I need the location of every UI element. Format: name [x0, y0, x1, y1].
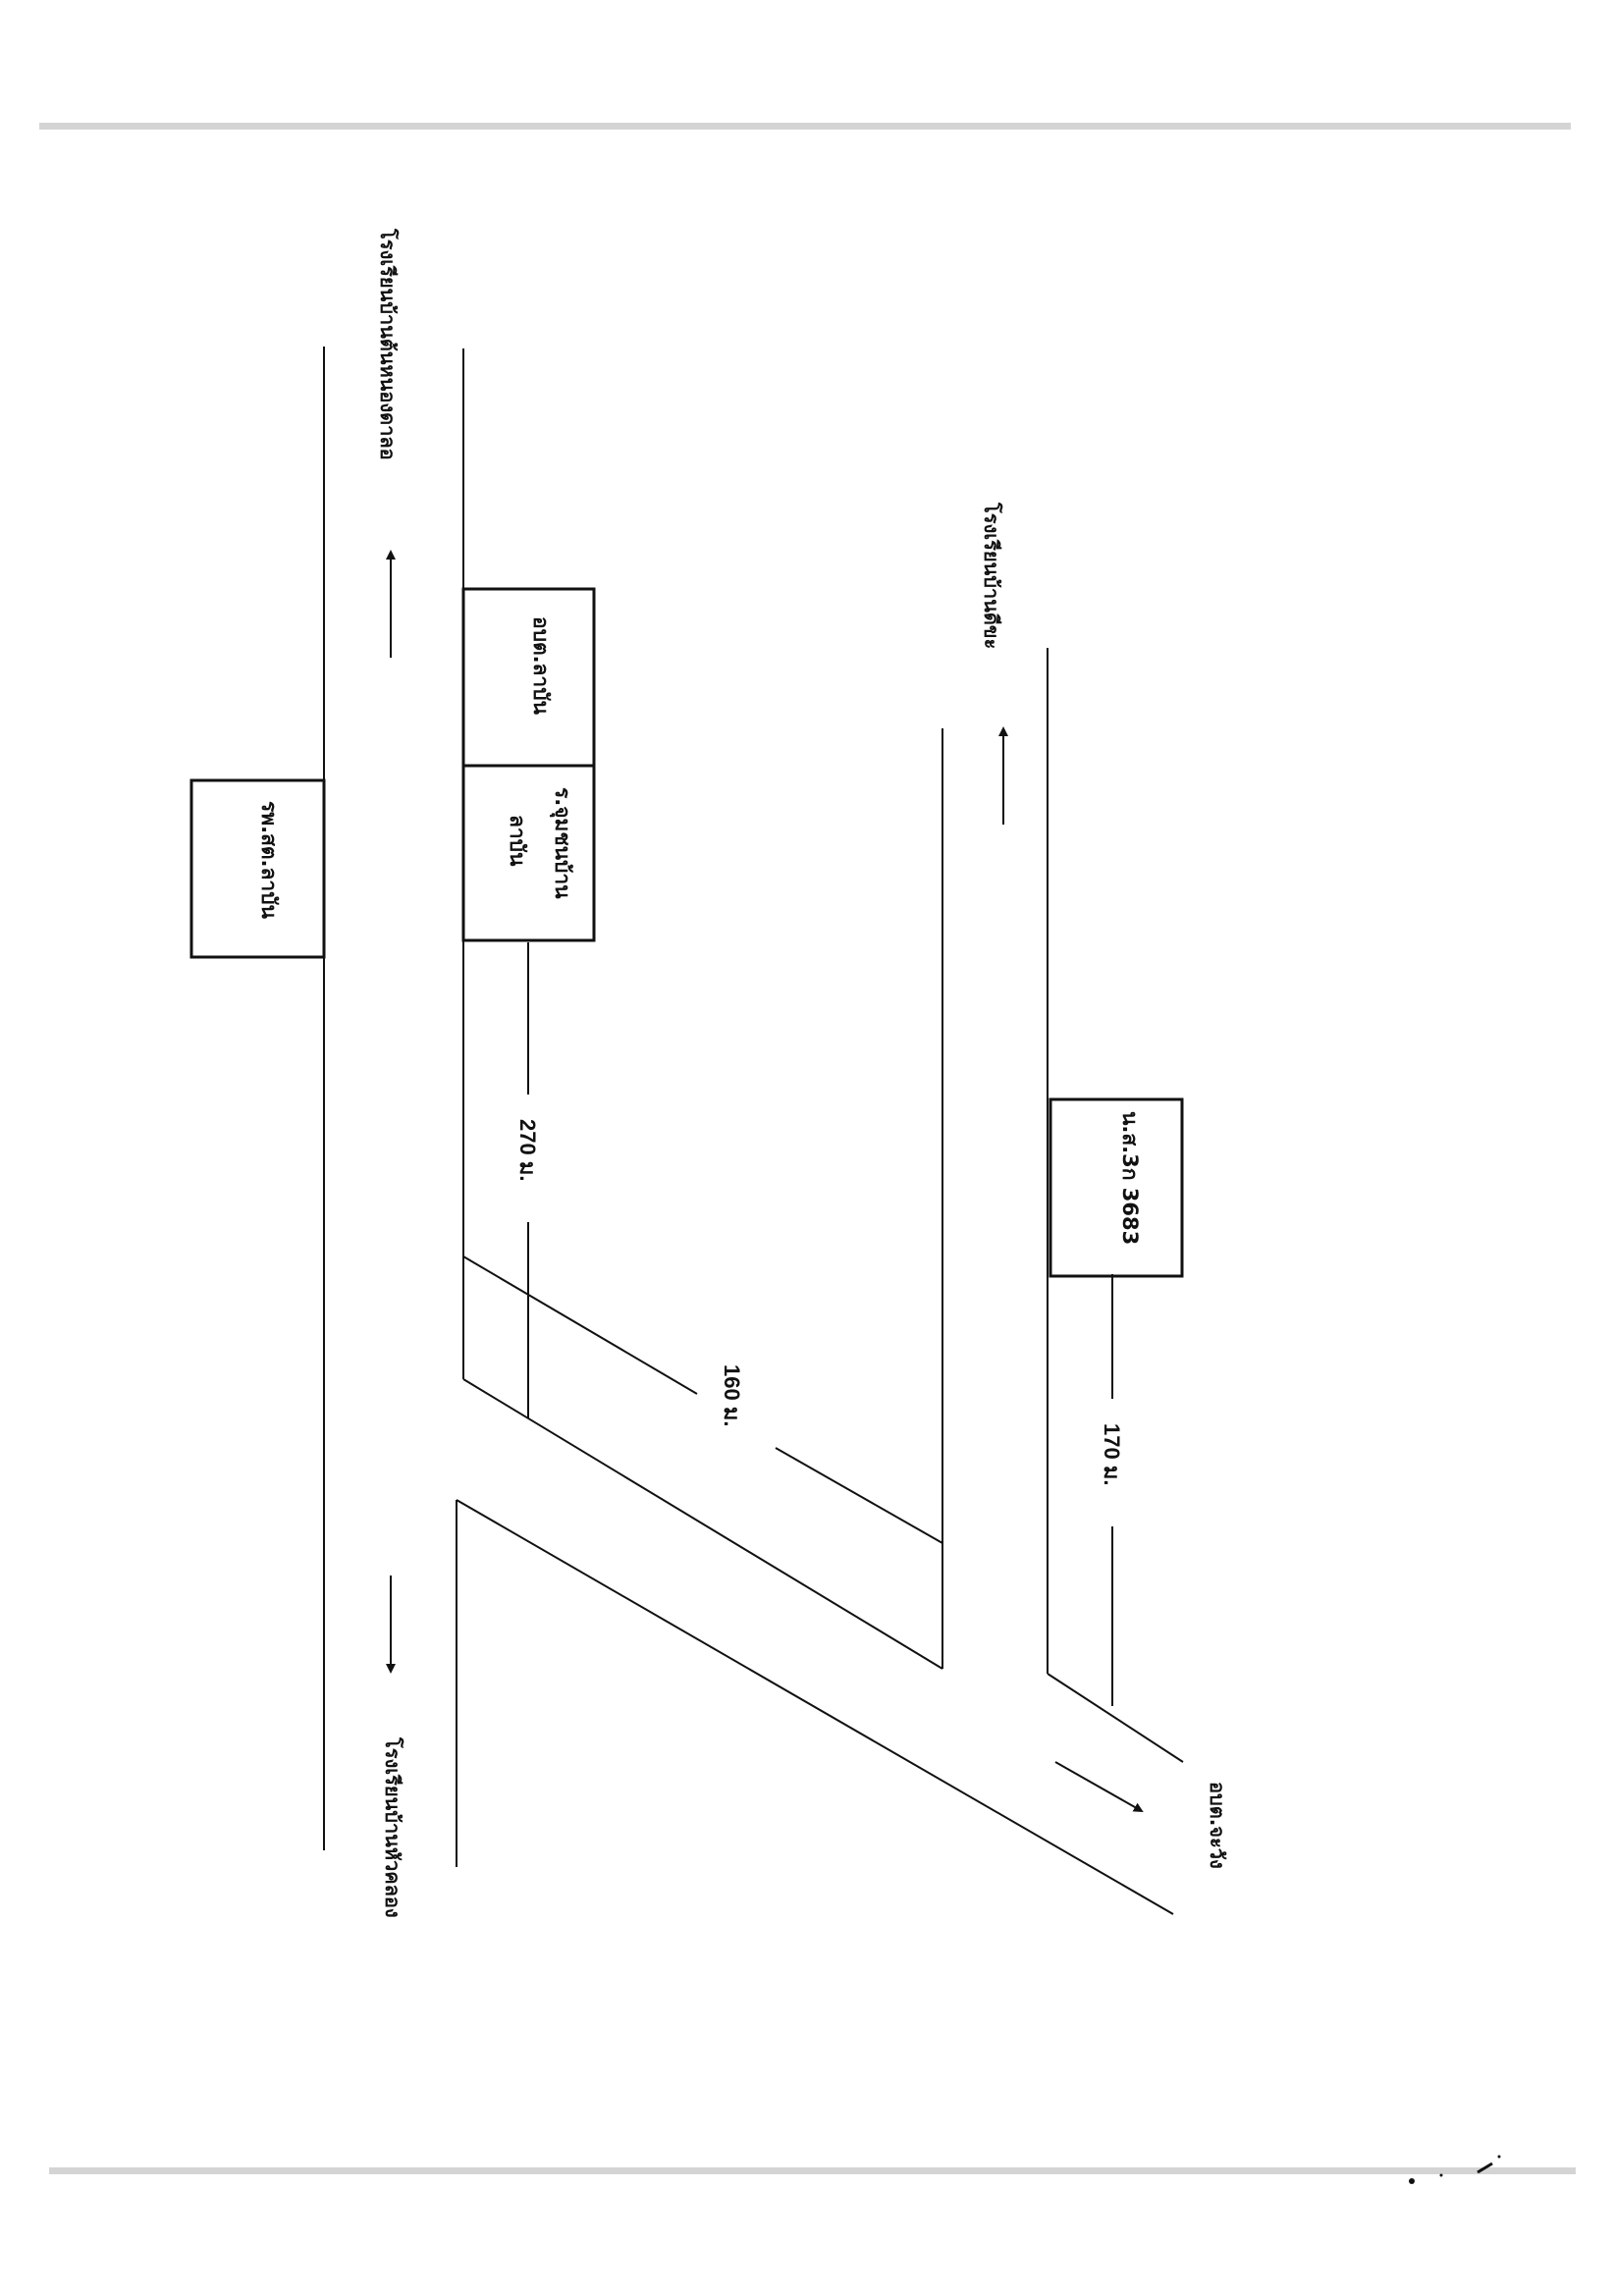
branch-road-inner-edge-2	[775, 1447, 943, 1544]
right-road-exit-edge	[1047, 1673, 1184, 1763]
label-village-hall-line1: ร.จุมชนบ้าน	[549, 787, 574, 899]
scan-mark-stroke	[1477, 2162, 1493, 2174]
top-border-band	[39, 123, 1571, 130]
land-plot-box	[1049, 1097, 1184, 1278]
distance-160: 160 ม.	[720, 1364, 744, 1426]
scan-marks	[1409, 2155, 1501, 2184]
tao-office-box	[461, 587, 596, 768]
label-school-top-left: โรงเรียนบ้านต้นหนองดาลอ	[376, 228, 400, 460]
branch-road-lower-edge	[456, 1499, 1174, 1915]
label-village-hall-line2: ลาบัน	[506, 815, 529, 867]
label-school-bottom-left: โรงเรียนบ้านหัวคลอง	[381, 1736, 404, 1918]
label-office-bottom-right: อบต.จะวัง	[1206, 1782, 1229, 1869]
village-hall-box	[461, 764, 596, 942]
distance-270: 270 ม.	[515, 1119, 540, 1181]
hospital-box	[189, 778, 326, 959]
label-tao-office: อบต.ลาบัน	[529, 616, 553, 716]
label-hospital: รพ.สต.ลาบัน	[257, 801, 281, 920]
label-school-top-right: โรงเรียนบ้านดีขะ	[980, 502, 1003, 649]
label-land-plot: น.ส.3ก 3683	[1118, 1111, 1142, 1245]
scan-mark-dot	[1409, 2178, 1415, 2184]
branch-road-upper-edge	[462, 1378, 943, 1670]
arrow-diagonal-right	[1054, 1761, 1144, 1812]
scan-mark-dot	[1497, 2155, 1501, 2159]
branch-road-inner-edge	[462, 1255, 698, 1395]
distance-170: 170 ม.	[1100, 1423, 1124, 1485]
scan-mark-dot	[1439, 2173, 1443, 2177]
bottom-border-band	[49, 2167, 1576, 2174]
